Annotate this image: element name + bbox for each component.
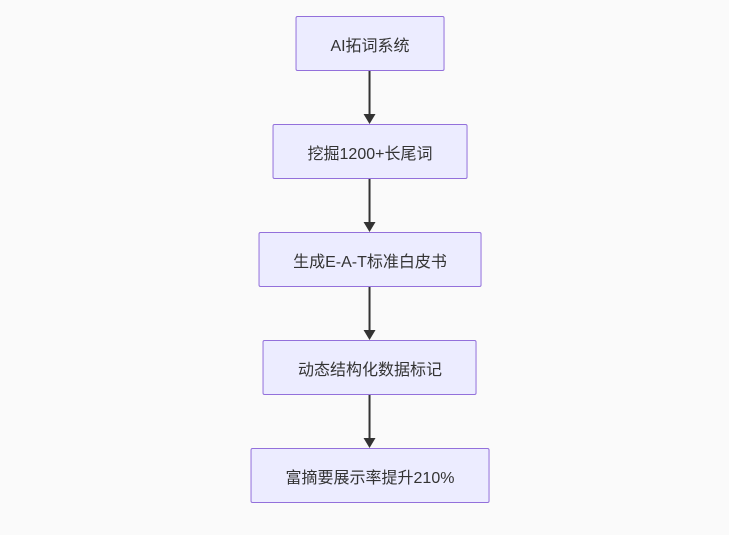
flow-node-label: 动态结构化数据标记: [297, 361, 442, 379]
flowchart-canvas: AI拓词系统 挖掘1200+长尾词 生成E-A-T标准白皮书 动态结构化数据标记…: [250, 16, 490, 503]
arrowhead-down-icon: [364, 222, 376, 232]
flow-node-3: 生成E-A-T标准白皮书: [258, 232, 482, 287]
edge-line: [369, 71, 371, 114]
flow-edge-3-4: [363, 287, 377, 340]
arrowhead-down-icon: [364, 330, 376, 340]
arrowhead-down-icon: [364, 438, 376, 448]
flow-edge-4-5: [363, 395, 377, 448]
edge-line: [369, 395, 371, 438]
flow-node-1: AI拓词系统: [295, 16, 445, 71]
flow-edge-2-3: [363, 179, 377, 232]
flow-node-label: AI拓词系统: [330, 37, 410, 55]
flow-node-label: 挖掘1200+长尾词: [307, 145, 433, 163]
edge-line: [369, 287, 371, 330]
edge-line: [369, 179, 371, 222]
arrowhead-down-icon: [364, 114, 376, 124]
flow-node-5: 富摘要展示率提升210%: [250, 448, 490, 503]
flow-node-label: 生成E-A-T标准白皮书: [293, 253, 447, 271]
flow-node-2: 挖掘1200+长尾词: [272, 124, 468, 179]
flow-node-label: 富摘要展示率提升210%: [285, 469, 455, 487]
flow-edge-1-2: [363, 71, 377, 124]
flow-node-4: 动态结构化数据标记: [262, 340, 477, 395]
